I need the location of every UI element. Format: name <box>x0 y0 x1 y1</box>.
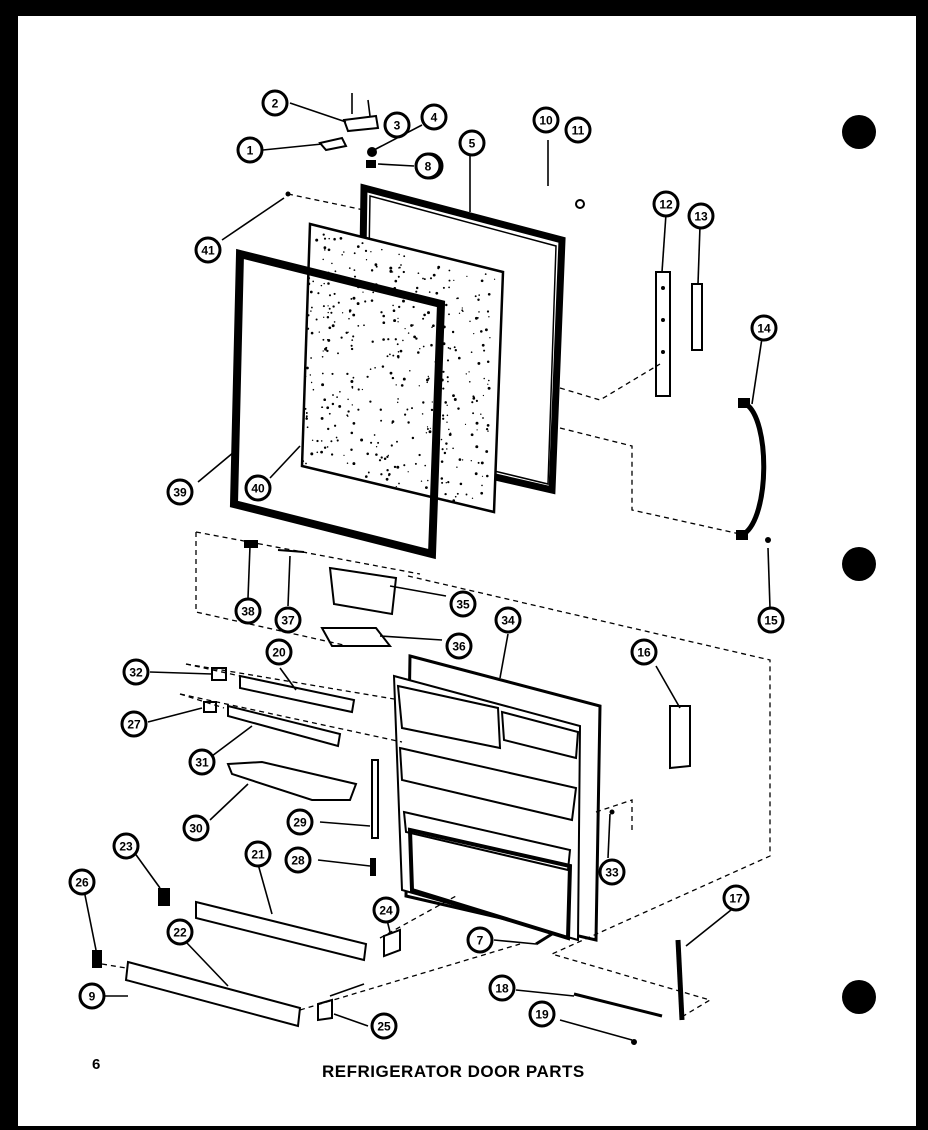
callout-text: 17 <box>729 892 743 906</box>
callout-text: 37 <box>281 614 295 628</box>
callout-text: 28 <box>291 854 305 868</box>
callout-text: 8 <box>425 160 432 174</box>
binder-hole-middle <box>842 547 876 581</box>
callout-4: 4 <box>420 103 448 131</box>
callout-text: 25 <box>377 1020 391 1034</box>
callout-36: 36 <box>445 632 473 660</box>
callout-18: 18 <box>488 974 516 1002</box>
hinge-brackets <box>655 271 703 397</box>
door-liner <box>392 654 602 942</box>
diagram-caption: REFRIGERATOR DOOR PARTS <box>322 1062 585 1081</box>
callout-text: 35 <box>456 598 470 612</box>
callout-8: 8 <box>414 152 442 180</box>
callout-26: 26 <box>68 868 96 896</box>
callout-39: 39 <box>166 478 194 506</box>
callout-text: 12 <box>659 198 673 212</box>
callout-text: 41 <box>201 244 215 258</box>
bottom-trim-parts <box>92 537 771 1045</box>
callout-text: 15 <box>764 614 778 628</box>
callout-22: 22 <box>166 918 194 946</box>
callout-23: 23 <box>112 832 140 860</box>
callout-11: 11 <box>564 116 592 144</box>
callout-33: 33 <box>598 858 626 886</box>
callout-text: 38 <box>241 605 255 619</box>
callout-text: 40 <box>251 482 265 496</box>
insulation-panel <box>300 222 505 514</box>
callout-14: 14 <box>750 314 778 342</box>
callout-text: 3 <box>394 119 401 133</box>
callout-27: 27 <box>120 710 148 738</box>
callout-text: 9 <box>89 990 96 1004</box>
callout-text: 27 <box>127 718 141 732</box>
callout-text: 29 <box>293 816 307 830</box>
callout-text: 1 <box>247 144 254 158</box>
liner-frame <box>229 248 446 560</box>
door-handle <box>736 398 767 540</box>
callout-20: 20 <box>265 638 293 666</box>
callout-5: 5 <box>458 129 486 157</box>
callout-text: 10 <box>539 114 553 128</box>
callout-text: 5 <box>469 137 476 151</box>
callout-text: 20 <box>272 646 286 660</box>
callout-25: 25 <box>370 1012 398 1040</box>
callout-13: 13 <box>687 202 715 230</box>
callout-38: 38 <box>234 597 262 625</box>
door-shelf-parts <box>203 540 691 876</box>
callout-32: 32 <box>122 658 150 686</box>
callout-text: 7 <box>477 934 484 948</box>
binder-hole-bottom <box>842 980 876 1014</box>
callout-30: 30 <box>182 814 210 842</box>
alignment-lines <box>101 193 771 1019</box>
callout-17: 17 <box>722 884 750 912</box>
hinge-parts <box>285 93 585 209</box>
callout-34: 34 <box>494 606 522 634</box>
callout-29: 29 <box>286 808 314 836</box>
callout-9: 9 <box>78 982 106 1010</box>
callout-text: 14 <box>757 322 771 336</box>
callout-40: 40 <box>244 474 272 502</box>
callout-text: 11 <box>572 124 585 138</box>
callout-37: 37 <box>274 606 302 634</box>
callout-text: 31 <box>195 756 209 770</box>
callout-12: 12 <box>652 190 680 218</box>
callout-text: 26 <box>75 876 89 890</box>
page-number: 6 <box>92 1056 101 1073</box>
callout-text: 16 <box>637 646 651 660</box>
callout-text: 19 <box>535 1008 549 1022</box>
callout-text: 23 <box>119 840 133 854</box>
callout-text: 39 <box>173 486 187 500</box>
callout-text: 2 <box>272 97 279 111</box>
callout-28: 28 <box>284 846 312 874</box>
callout-21: 21 <box>244 840 272 868</box>
callout-text: 18 <box>495 982 509 996</box>
callout-1: 1 <box>236 136 264 164</box>
callout-7: 7 <box>466 926 494 954</box>
callout-text: 36 <box>452 640 466 654</box>
callout-labels: 1234567891011121314151617181920212223242… <box>68 89 785 1040</box>
callout-15: 15 <box>757 606 785 634</box>
callout-text: 34 <box>501 614 515 628</box>
callout-text: 4 <box>431 111 438 125</box>
callout-19: 19 <box>528 1000 556 1028</box>
callout-3: 3 <box>383 111 411 139</box>
callout-text: 13 <box>694 210 708 224</box>
callout-text: 32 <box>129 666 143 680</box>
callout-31: 31 <box>188 748 216 776</box>
insulation-texture <box>301 233 496 502</box>
callout-text: 24 <box>379 904 393 918</box>
leader-lines <box>83 102 771 1041</box>
callout-2: 2 <box>261 89 289 117</box>
callout-text: 21 <box>251 848 265 862</box>
callout-35: 35 <box>449 590 477 618</box>
callout-16: 16 <box>630 638 658 666</box>
callout-text: 22 <box>173 926 187 940</box>
callout-24: 24 <box>372 896 400 924</box>
callout-41: 41 <box>194 236 222 264</box>
callout-text: 30 <box>189 822 203 836</box>
callout-10: 10 <box>532 106 560 134</box>
callout-text: 33 <box>605 866 619 880</box>
binder-hole-top <box>842 115 876 149</box>
